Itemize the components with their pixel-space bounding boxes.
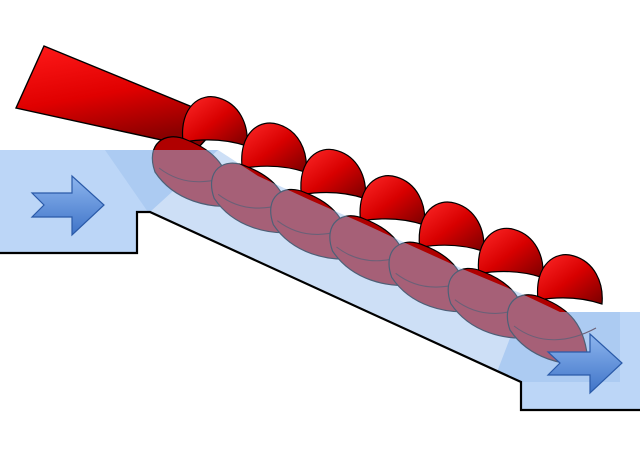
right-arrow-icon [30,174,105,237]
water-trough-overlay [105,150,620,382]
right-arrow-icon [546,332,623,395]
trough-water [105,150,620,382]
channel-outline [0,210,640,412]
